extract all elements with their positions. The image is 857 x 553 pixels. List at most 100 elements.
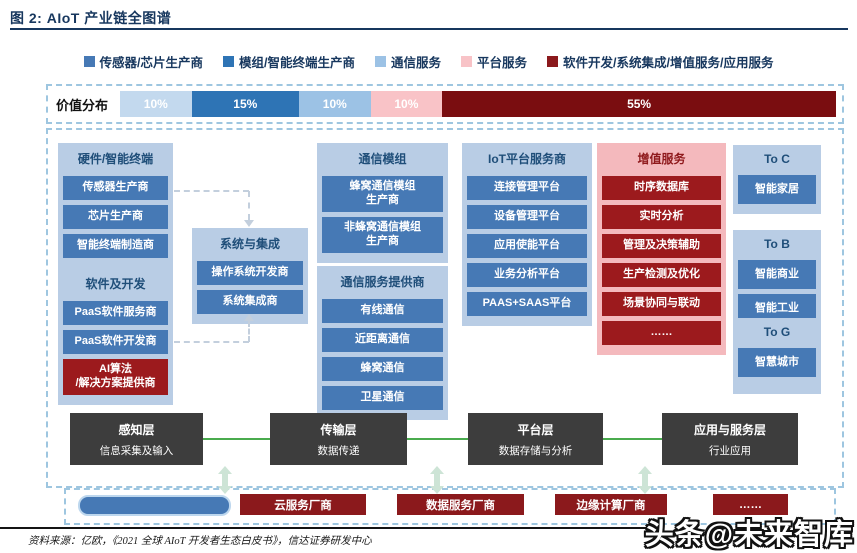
value-segment-55: 55% <box>442 91 836 117</box>
item-short-range-comm: 近距离通信 <box>322 328 443 352</box>
value-segment-10: 10% <box>120 91 192 117</box>
arrow-up-icon <box>244 314 254 321</box>
group-title: 系统与集成 <box>219 237 280 251</box>
group-value-added-service: 增值服务 时序数据库 实时分析 管理及决策辅助 生产检测及优化 场景协同与联动 … <box>597 143 726 355</box>
double-arrow-icon <box>637 466 653 494</box>
group-iot-platform: IoT平台服务商 连接管理平台 设备管理平台 应用使能平台 业务分析平台 PAA… <box>462 143 592 326</box>
item-scene-linkage: 场景协同与联动 <box>602 292 721 316</box>
item-business-analysis: 业务分析平台 <box>467 263 587 287</box>
figure-title: 图 2: AIoT 产业链全图谱 <box>10 10 172 26</box>
item-paas-service: PaaS软件服务商 <box>63 301 168 325</box>
layer-subtitle: 数据存储与分析 <box>498 444 573 457</box>
item-line: 生产商 <box>366 194 399 206</box>
item-cellular-comm: 蜂窝通信 <box>322 357 443 381</box>
value-segment-10b: 10% <box>299 91 371 117</box>
group-software-dev: 软件及开发 PaaS软件服务商 PaaS软件开发商 AI算法 /解决方案提供商 <box>58 268 173 405</box>
group-title: IoT平台服务商 <box>488 152 566 166</box>
item-paas-saas: PAAS+SAAS平台 <box>467 292 587 316</box>
item-cellular-module-maker: 蜂窝通信模组 生产商 <box>322 176 443 212</box>
layer-connector-line <box>100 438 770 440</box>
item-smart-home: 智能家居 <box>738 175 816 204</box>
industry-chain-panel-border <box>46 128 844 488</box>
group-title: 软件及开发 <box>85 277 146 291</box>
connector-paas-to-integration <box>174 341 249 343</box>
infrastructure-panel-border <box>64 488 836 525</box>
item-device-mgmt: 设备管理平台 <box>467 205 587 229</box>
item-line: 非蜂窝通信模组 <box>344 221 421 234</box>
value-segment-10c: 10% <box>370 91 443 117</box>
layer-title: 平台层 <box>517 422 554 437</box>
group-to-c: To C 智能家居 <box>733 145 821 214</box>
layer-application: 应用与服务层 行业应用 <box>662 413 798 465</box>
item-sys-integrator: 系统集成商 <box>197 290 303 314</box>
layer-title: 应用与服务层 <box>693 422 766 437</box>
connector-up-line <box>248 321 250 342</box>
legend-label: 模组/智能终端生产商 <box>239 56 355 70</box>
legend-swatch-light-blue <box>375 56 386 67</box>
value-distribution-label: 价值分布 <box>56 97 109 113</box>
footer-divider <box>0 527 658 529</box>
group-to-g: To G 智慧城市 <box>733 318 821 394</box>
legend-swatch-dark-red <box>547 56 559 67</box>
item-smart-business: 智能商业 <box>738 260 816 289</box>
double-arrow-icon <box>429 466 445 494</box>
group-title: To C <box>764 152 790 166</box>
item-ai-solution: AI算法 /解决方案提供商 <box>63 359 168 395</box>
vendor-edge-computing: 边缘计算厂商 <box>555 494 667 515</box>
layer-title: 感知层 <box>118 422 155 437</box>
legend-item-platform-service: 平台服务 <box>461 52 527 71</box>
item-wired-comm: 有线通信 <box>322 299 443 323</box>
item-paas-dev: PaaS软件开发商 <box>63 330 168 354</box>
group-comm-module: 通信模组 蜂窝通信模组 生产商 非蜂窝通信模组 生产商 <box>317 143 448 263</box>
legend-label: 传感器/芯片生产商 <box>99 56 204 70</box>
group-title: To B <box>764 237 790 251</box>
legend: 传感器/芯片生产商 模组/智能终端生产商 通信服务 平台服务 软件开发/系统集成… <box>0 52 857 71</box>
item-realtime-analysis: 实时分析 <box>602 205 721 229</box>
group-title: 通信服务提供商 <box>340 275 425 289</box>
group-title: 硬件/智能终端 <box>77 152 154 166</box>
group-title: 通信模组 <box>358 152 407 166</box>
item-chip-maker: 芯片生产商 <box>63 205 168 229</box>
value-distribution-bar: 10% 15% 10% 10% 55% <box>120 91 836 117</box>
item-smart-city: 智慧城市 <box>738 348 816 377</box>
item-mgmt-decision: 管理及决策辅助 <box>602 234 721 258</box>
item-satellite-comm: 卫星通信 <box>322 386 443 410</box>
item-noncellular-module-maker: 非蜂窝通信模组 生产商 <box>322 217 443 253</box>
layer-platform: 平台层 数据存储与分析 <box>468 413 603 465</box>
item-sensor-maker: 传感器生产商 <box>63 176 168 200</box>
group-title: 增值服务 <box>637 152 686 166</box>
blue-bar <box>78 495 231 516</box>
group-hardware-terminal: 硬件/智能终端 传感器生产商 芯片生产商 智能终端制造商 <box>58 143 173 268</box>
legend-item-software-services: 软件开发/系统集成/增值服务/应用服务 <box>547 52 773 71</box>
legend-label: 通信服务 <box>391 56 442 70</box>
layer-subtitle: 信息采集及输入 <box>99 444 174 457</box>
legend-label: 软件开发/系统集成/增值服务/应用服务 <box>563 56 774 70</box>
legend-swatch-dark-blue <box>223 56 235 67</box>
layer-transmission: 传输层 数据传递 <box>270 413 407 465</box>
value-segment-15: 15% <box>191 91 299 117</box>
group-system-integration: 系统与集成 操作系统开发商 系统集成商 <box>192 228 308 324</box>
item-production-optimize: 生产检测及优化 <box>602 263 721 287</box>
title-divider <box>10 28 848 30</box>
layer-title: 传输层 <box>320 422 357 437</box>
item-line: 生产商 <box>366 235 399 247</box>
group-title: To G <box>763 325 791 339</box>
double-arrow-icon <box>217 466 233 494</box>
vendor-data: 数据服务厂商 <box>397 494 524 515</box>
vendor-cloud: 云服务厂商 <box>240 494 366 515</box>
legend-item-sensor-chip: 传感器/芯片生产商 <box>83 52 204 71</box>
arrow-down-icon <box>244 220 254 227</box>
item-ellipsis: …… <box>602 321 721 345</box>
value-distribution-panel: 价值分布 10% 15% 10% 10% 55% <box>46 84 844 124</box>
layer-perception: 感知层 信息采集及输入 <box>70 413 203 465</box>
item-line: /解决方案提供商 <box>75 377 156 389</box>
layer-subtitle: 数据传递 <box>317 444 360 457</box>
legend-label: 平台服务 <box>477 56 528 70</box>
connector-sensor-to-integration <box>174 190 249 192</box>
group-comm-service-provider: 通信服务提供商 有线通信 近距离通信 蜂窝通信 卫星通信 <box>317 266 448 420</box>
item-line: 蜂窝通信模组 <box>349 180 416 193</box>
legend-item-module-terminal: 模组/智能终端生产商 <box>223 52 355 71</box>
item-app-enablement: 应用使能平台 <box>467 234 587 258</box>
item-os-dev: 操作系统开发商 <box>197 261 303 285</box>
